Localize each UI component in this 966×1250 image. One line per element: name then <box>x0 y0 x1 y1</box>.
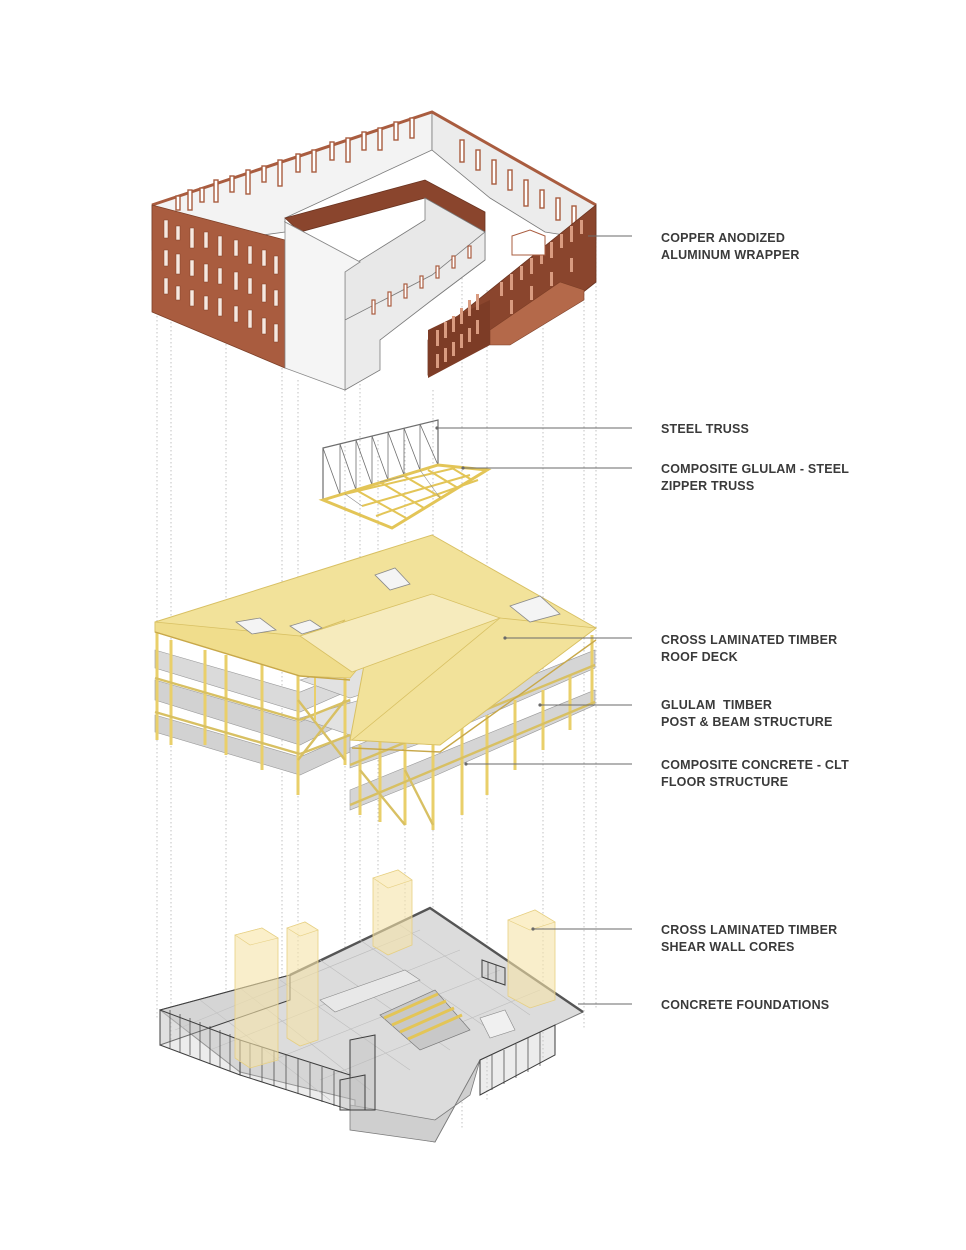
wrapper-center-wall <box>284 221 361 391</box>
label-copper-wrapper-line1: COPPER ANODIZED <box>661 231 786 245</box>
label-concrete-clt-floor-line2: FLOOR STRUCTURE <box>661 775 789 789</box>
label-clt-shear-cores-line1: CROSS LAMINATED TIMBER <box>661 923 838 937</box>
curtain-wall-entry <box>339 1034 376 1111</box>
label-zipper-truss-line1: COMPOSITE GLULAM - STEEL <box>661 462 850 476</box>
label-clt-roof-deck-line2: ROOF DECK <box>661 650 738 664</box>
label-glulam-structure-line1: GLULAM TIMBER <box>661 698 773 712</box>
foundation-layer <box>158 869 585 1143</box>
label-concrete-clt-floor: COMPOSITE CONCRETE - CLT FLOOR STRUCTURE <box>661 757 849 791</box>
label-clt-shear-cores: CROSS LAMINATED TIMBER SHEAR WALL CORES <box>661 922 837 956</box>
timber-structure-layer <box>154 534 598 830</box>
wrapper-back-windows <box>175 117 577 225</box>
leader-lines <box>437 235 632 1005</box>
wrapper-right-windows <box>436 220 583 368</box>
label-clt-roof-deck: CROSS LAMINATED TIMBER ROOF DECK <box>661 632 837 666</box>
label-glulam-structure: GLULAM TIMBER POST & BEAM STRUCTURE <box>661 697 833 731</box>
label-concrete-clt-floor-line1: COMPOSITE CONCRETE - CLT <box>661 758 849 772</box>
clt-roof-right-wing <box>350 617 598 746</box>
label-glulam-structure-line2: POST & BEAM STRUCTURE <box>661 715 833 729</box>
skylights <box>235 567 561 635</box>
label-copper-wrapper: COPPER ANODIZED ALUMINUM WRAPPER <box>661 230 800 264</box>
wrapper-left-windows <box>163 219 279 343</box>
label-clt-shear-cores-line2: SHEAR WALL CORES <box>661 940 795 954</box>
label-concrete-foundations-line1: CONCRETE FOUNDATIONS <box>661 998 830 1012</box>
copper-wrapper-layer <box>151 110 597 391</box>
label-steel-truss: STEEL TRUSS <box>661 421 749 438</box>
label-concrete-foundations: CONCRETE FOUNDATIONS <box>661 997 829 1014</box>
label-copper-wrapper-line2: ALUMINUM WRAPPER <box>661 248 800 262</box>
clt-shear-cores <box>234 869 556 1069</box>
wrapper-right-facade-lower <box>428 300 490 378</box>
label-zipper-truss-line2: ZIPPER TRUSS <box>661 479 755 493</box>
zipper-truss-deck <box>318 463 492 530</box>
label-zipper-truss: COMPOSITE GLULAM - STEEL ZIPPER TRUSS <box>661 461 849 495</box>
label-steel-truss-line1: STEEL TRUSS <box>661 422 750 436</box>
truss-layer <box>318 419 492 530</box>
label-clt-roof-deck-line1: CROSS LAMINATED TIMBER <box>661 633 838 647</box>
wrapper-canopy <box>489 281 585 346</box>
